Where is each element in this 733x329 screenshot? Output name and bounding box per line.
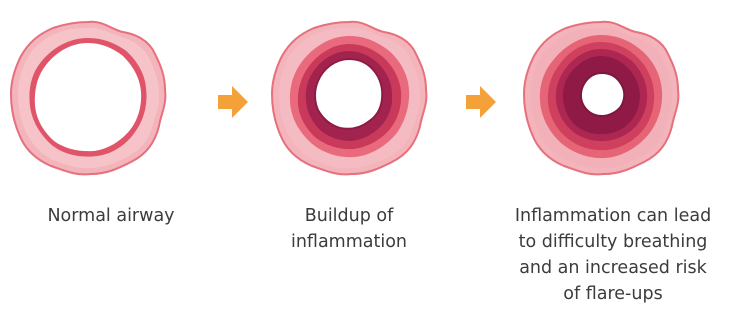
caption-normal-airway: Normal airway [0, 203, 231, 229]
airway-normal-icon [9, 18, 167, 176]
airway-severe-icon [522, 18, 680, 176]
caption-buildup-of-inflammation: Buildup of inflammation [229, 203, 469, 255]
caption-inflammation-consequences: Inflammation can lead to difficulty brea… [493, 203, 733, 307]
arrow-right-icon [218, 84, 248, 120]
airway-inflamed-icon [270, 18, 428, 176]
arrow-right-icon [466, 84, 496, 120]
